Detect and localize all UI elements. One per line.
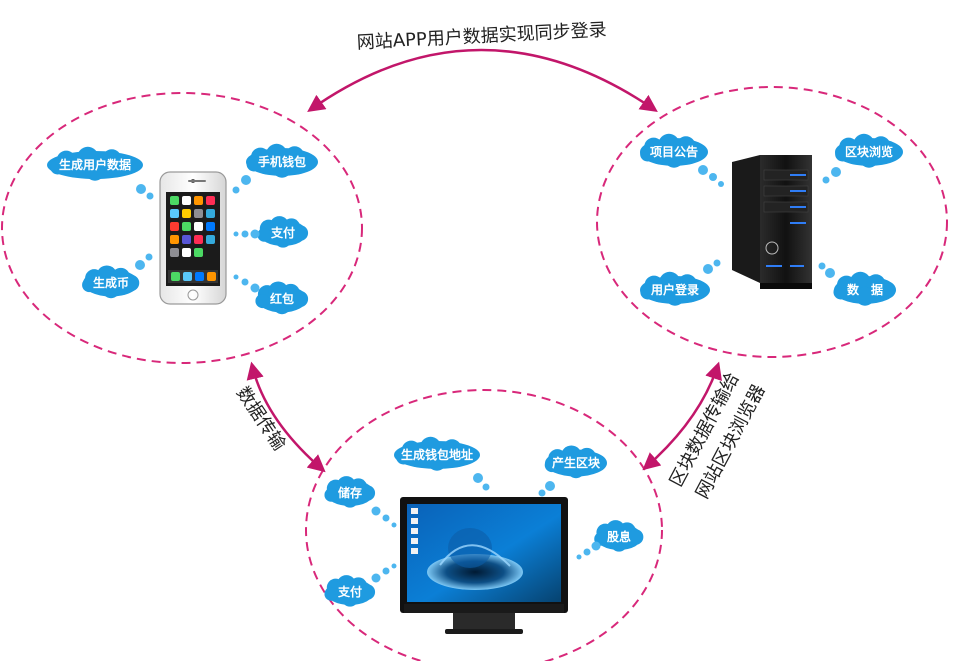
cloud-trail-dot [241, 175, 251, 185]
cloud-label: 数 据 [847, 282, 883, 297]
cloud-payment-pc: 支付 [324, 563, 397, 607]
cloud-shape [324, 575, 376, 607]
cloud-trail-dot [382, 514, 390, 522]
cloud-label: 项目公告 [650, 144, 698, 159]
cloud-shape [394, 436, 480, 471]
cloud-shape [255, 281, 309, 315]
cloud-label: 手机钱包 [258, 154, 306, 169]
cloud-generate-wallet-address: 生成钱包地址 [394, 436, 490, 491]
cloud-shape [594, 520, 644, 552]
cloud-trail-dot [241, 230, 249, 238]
cloud-shape [82, 265, 140, 299]
cloud-label: 股息 [607, 529, 631, 544]
cloud-shape [833, 271, 896, 306]
server-zone-circle [596, 86, 948, 358]
cloud-trail-dot [545, 481, 555, 491]
hp-logo-icon [765, 241, 779, 255]
desktop-monitor [400, 497, 568, 634]
cloud-trail-dot [241, 278, 249, 286]
cloud-data: 数 据 [818, 262, 896, 306]
cloud-trail-dot [145, 253, 153, 261]
cloud-trail-dot [482, 483, 490, 491]
cloud-label: 生成钱包地址 [401, 447, 473, 462]
cloud-trail-dot [818, 262, 826, 270]
cloud-trail-dot [382, 567, 390, 575]
right-transfer-arrow [642, 361, 722, 471]
top-sync-arrow [307, 48, 658, 113]
cloud-generate-user-data: 生成用户数据 [47, 146, 154, 200]
cloud-bubbles: 生成用户数据手机钱包支付生成币红包项目公告区块浏览用户登录数 据生成钱包地址产生… [47, 133, 903, 607]
cloud-trail-dot [136, 184, 146, 194]
cloud-user-login: 用户登录 [640, 259, 721, 306]
cloud-label: 区块浏览 [845, 144, 893, 159]
phone-app-icons [168, 196, 218, 283]
cloud-trail-dot [371, 573, 381, 583]
cloud-trail-dot [831, 167, 841, 177]
cloud-shape [47, 146, 143, 181]
cloud-trail-dot [233, 231, 239, 237]
cloud-label: 支付 [270, 225, 295, 240]
cloud-red-packet: 红包 [233, 274, 309, 315]
cloud-shape [544, 445, 607, 479]
desktop-icons [411, 508, 418, 554]
cloud-trail-dot [709, 173, 717, 181]
cloud-project-notice: 项目公告 [640, 133, 724, 187]
cloud-generate-coin: 生成币 [82, 253, 153, 299]
cloud-trail-dot [718, 181, 724, 187]
cloud-trail-dot [591, 541, 601, 551]
cloud-label: 产生区块 [552, 455, 601, 470]
cloud-produce-block: 产生区块 [538, 445, 607, 497]
cloud-trail-dot [576, 554, 582, 560]
cloud-label: 生成用户数据 [59, 157, 131, 172]
cloud-label: 储存 [338, 485, 362, 500]
cloud-label: 红包 [270, 291, 294, 306]
cloud-trail-dot [703, 264, 713, 274]
cloud-shape [835, 133, 903, 168]
cloud-shape [640, 271, 710, 306]
cloud-trail-dot [698, 165, 708, 175]
cloud-label: 生成币 [93, 275, 129, 290]
cloud-shape [246, 143, 318, 178]
cloud-trail-dot [538, 489, 546, 497]
cloud-trail-dot [713, 259, 721, 267]
cloud-trail-dot [135, 260, 145, 270]
cloud-mobile-wallet: 手机钱包 [232, 143, 318, 194]
cloud-trail-dot [473, 473, 483, 483]
cloud-trail-dot [232, 186, 240, 194]
cloud-trail-dot [250, 229, 260, 239]
cloud-trail-dot [825, 268, 835, 278]
cloud-trail-dot [146, 192, 154, 200]
cloud-trail-dot [391, 522, 397, 528]
left-transfer-arrow [246, 361, 326, 473]
smartphone [159, 171, 227, 305]
cloud-shape [257, 216, 309, 248]
cloud-trail-dot [583, 548, 591, 556]
cloud-block-browse: 区块浏览 [822, 133, 903, 184]
top-flow-label: 网站APP用户数据实现同步登录 [356, 19, 607, 53]
server-tower [732, 155, 812, 289]
cloud-trail-dot [391, 563, 397, 569]
cloud-storage: 储存 [324, 476, 397, 528]
cloud-dividend: 股息 [576, 520, 644, 560]
cloud-trail-dot [822, 176, 830, 184]
cloud-shape [640, 133, 708, 168]
cloud-trail-dot [233, 274, 239, 280]
cloud-label: 用户登录 [650, 282, 699, 297]
cloud-trail-dot [250, 283, 260, 293]
cloud-payment-phone: 支付 [233, 216, 309, 248]
cloud-trail-dot [371, 506, 381, 516]
monitor-zone-circle [305, 389, 663, 661]
cloud-shape [324, 476, 376, 508]
phone-zone-circle [1, 92, 363, 364]
cloud-label: 支付 [337, 584, 362, 599]
